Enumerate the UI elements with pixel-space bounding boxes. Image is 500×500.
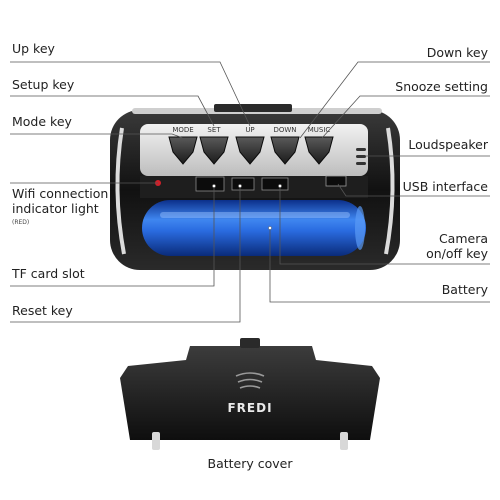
battery-cover-part: FREDI <box>120 338 380 450</box>
battery-cover <box>120 346 380 440</box>
leader-usb <box>337 183 490 197</box>
cover-foot-left <box>152 432 160 450</box>
mode-key[interactable] <box>168 136 198 165</box>
down-key[interactable] <box>270 136 300 165</box>
device-top-ridge <box>214 104 292 112</box>
label-wifi-light-line1: Wifi connection <box>12 186 108 201</box>
cover-grip-line <box>235 372 265 377</box>
key-label-mode: MODE <box>172 126 193 134</box>
leader-mode-key <box>10 133 184 139</box>
camera-onoff-key[interactable] <box>261 177 289 191</box>
label-camera-onoff-line1: Camera <box>439 231 488 246</box>
music-key[interactable] <box>304 136 334 165</box>
label-mode-key: Mode key <box>12 114 73 129</box>
right-chrome-rim <box>384 127 395 255</box>
reset-key[interactable] <box>231 177 255 191</box>
cover-foot-right <box>340 432 348 450</box>
battery <box>142 200 366 256</box>
up-key[interactable] <box>235 136 265 165</box>
key-label-up: UP <box>245 126 254 134</box>
label-setup-key: Setup key <box>12 77 75 92</box>
leader-setup-key <box>10 95 215 127</box>
leader-down-key <box>299 61 490 139</box>
usb-port[interactable] <box>325 175 347 187</box>
battery-highlight <box>160 212 350 218</box>
key-label-set: SET <box>207 126 221 134</box>
label-snooze-setting: Snooze setting <box>395 79 488 94</box>
set-key[interactable] <box>199 136 229 165</box>
battery-end-cap <box>355 206 365 250</box>
label-up-key: Up key <box>12 41 56 56</box>
label-wifi-light-note: (RED) <box>12 219 29 226</box>
leader-battery <box>269 228 490 303</box>
label-usb-interface: USB interface <box>403 179 489 194</box>
tf-card-slot[interactable] <box>195 176 225 192</box>
label-down-key: Down key <box>427 45 489 60</box>
leader-snooze <box>321 95 490 139</box>
key-label-down: DOWN <box>273 126 296 134</box>
label-battery: Battery <box>442 282 489 297</box>
leader-up-key <box>10 61 251 127</box>
left-chrome-rim <box>115 127 126 255</box>
key-label-music: MUSIC <box>308 126 331 134</box>
label-loudspeaker: Loudspeaker <box>408 137 489 152</box>
cover-latch <box>240 338 260 348</box>
loudspeaker-grille <box>356 148 366 165</box>
leader-camera-onoff <box>279 186 490 265</box>
cover-grip-line <box>237 378 263 383</box>
leader-lines <box>10 61 490 323</box>
leader-reset-key <box>10 186 241 323</box>
label-wifi-light-line2: indicator light <box>12 201 99 216</box>
camera-device: MODE SET UP DOWN MUSIC <box>110 104 400 270</box>
label-tf-card-slot: TF card slot <box>11 266 85 281</box>
brand-logo: FREDI <box>227 401 272 415</box>
label-reset-key: Reset key <box>12 303 73 318</box>
leader-tf-card <box>10 186 215 287</box>
label-camera-onoff-line2: on/off key <box>426 246 488 261</box>
label-battery-cover: Battery cover <box>208 456 294 471</box>
cover-grip-line <box>239 385 261 389</box>
